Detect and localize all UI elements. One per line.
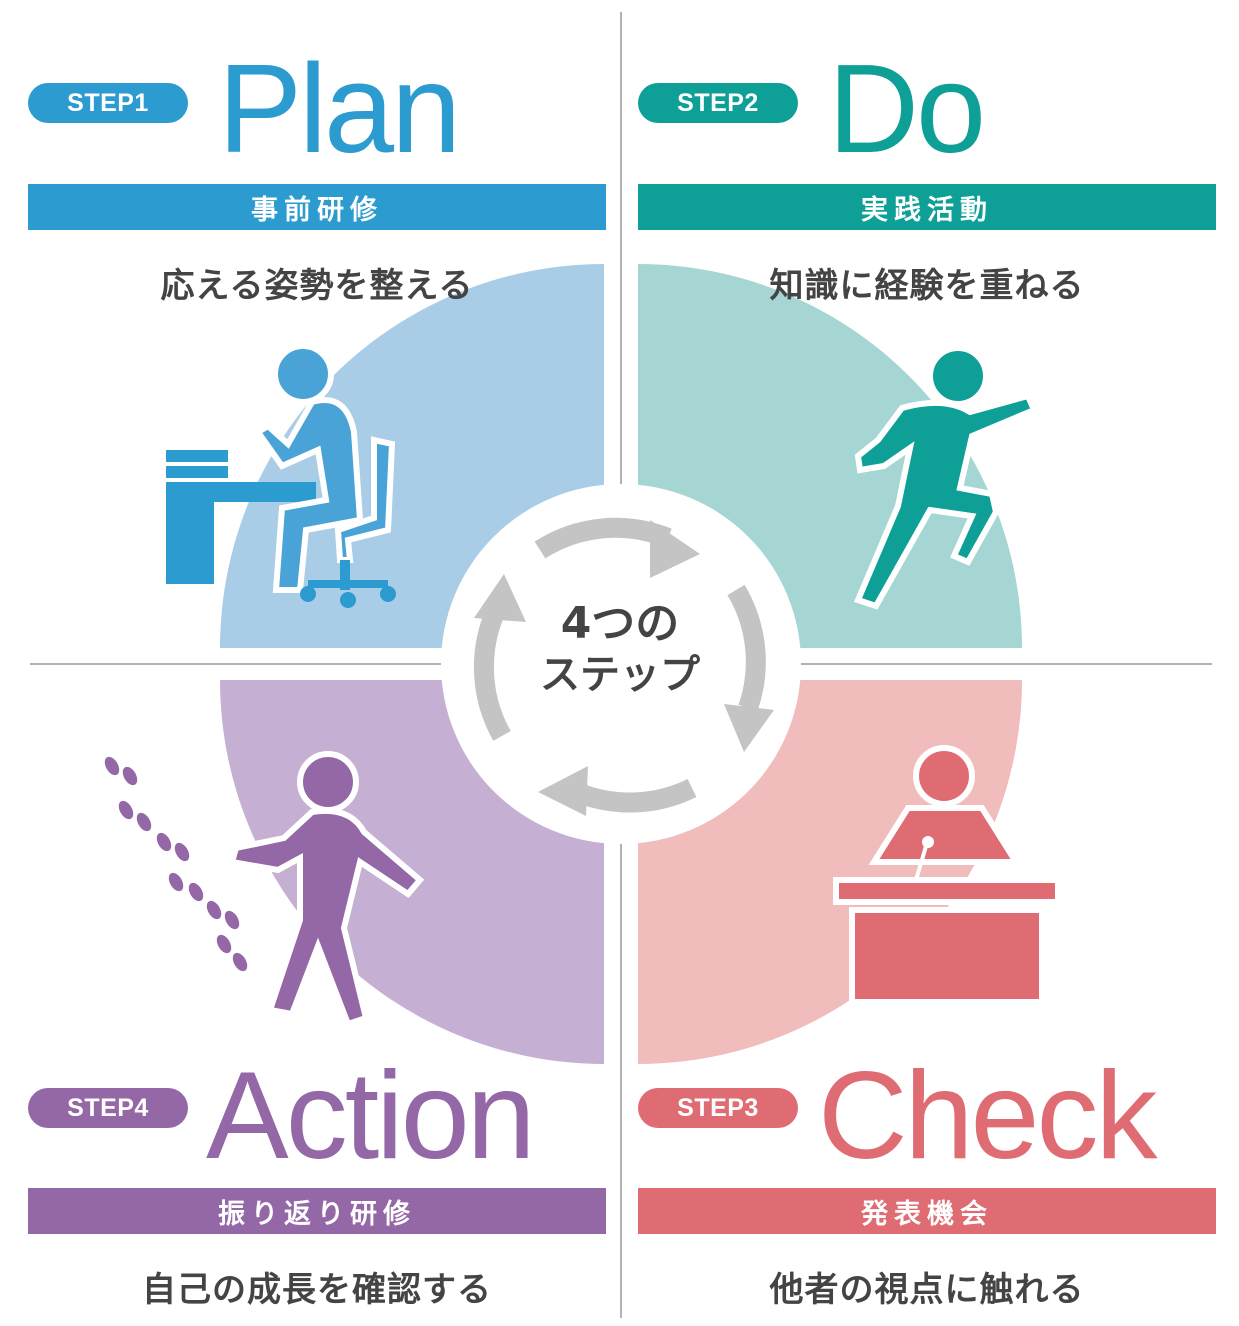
center-caption: 4つの ステップ <box>470 598 770 700</box>
check-label-bar: 発表機会 <box>638 1188 1216 1234</box>
do-title: Do <box>828 38 986 179</box>
podium-speaker-icon <box>833 745 1061 1005</box>
plan-step-badge: STEP1 <box>28 83 188 123</box>
do-step-badge: STEP2 <box>638 83 798 123</box>
action-label-bar: 振り返り研修 <box>28 1188 606 1234</box>
center-caption-line1: 4つの <box>560 598 680 649</box>
check-description: 他者の視点に触れる <box>769 1270 1085 1310</box>
walking-person-footprints-icon <box>104 751 425 1028</box>
do-description: 知識に経験を重ねる <box>769 266 1085 306</box>
running-person-icon <box>853 345 1038 610</box>
center-caption-line2: ステップ <box>540 652 700 698</box>
desk-worker-icon <box>166 343 396 608</box>
plan-description: 応える姿勢を整える <box>160 266 474 306</box>
action-description: 自己の成長を確認する <box>142 1270 492 1310</box>
action-step-badge: STEP4 <box>28 1088 188 1128</box>
plan-label-bar: 事前研修 <box>28 184 606 230</box>
do-label-bar: 実践活動 <box>638 184 1216 230</box>
plan-title: Plan <box>218 38 461 179</box>
action-title: Action <box>206 1047 536 1185</box>
cycle-arrowheads <box>474 520 774 816</box>
check-title: Check <box>818 1047 1157 1185</box>
check-step-badge: STEP3 <box>638 1088 798 1128</box>
center-circle <box>441 484 801 844</box>
